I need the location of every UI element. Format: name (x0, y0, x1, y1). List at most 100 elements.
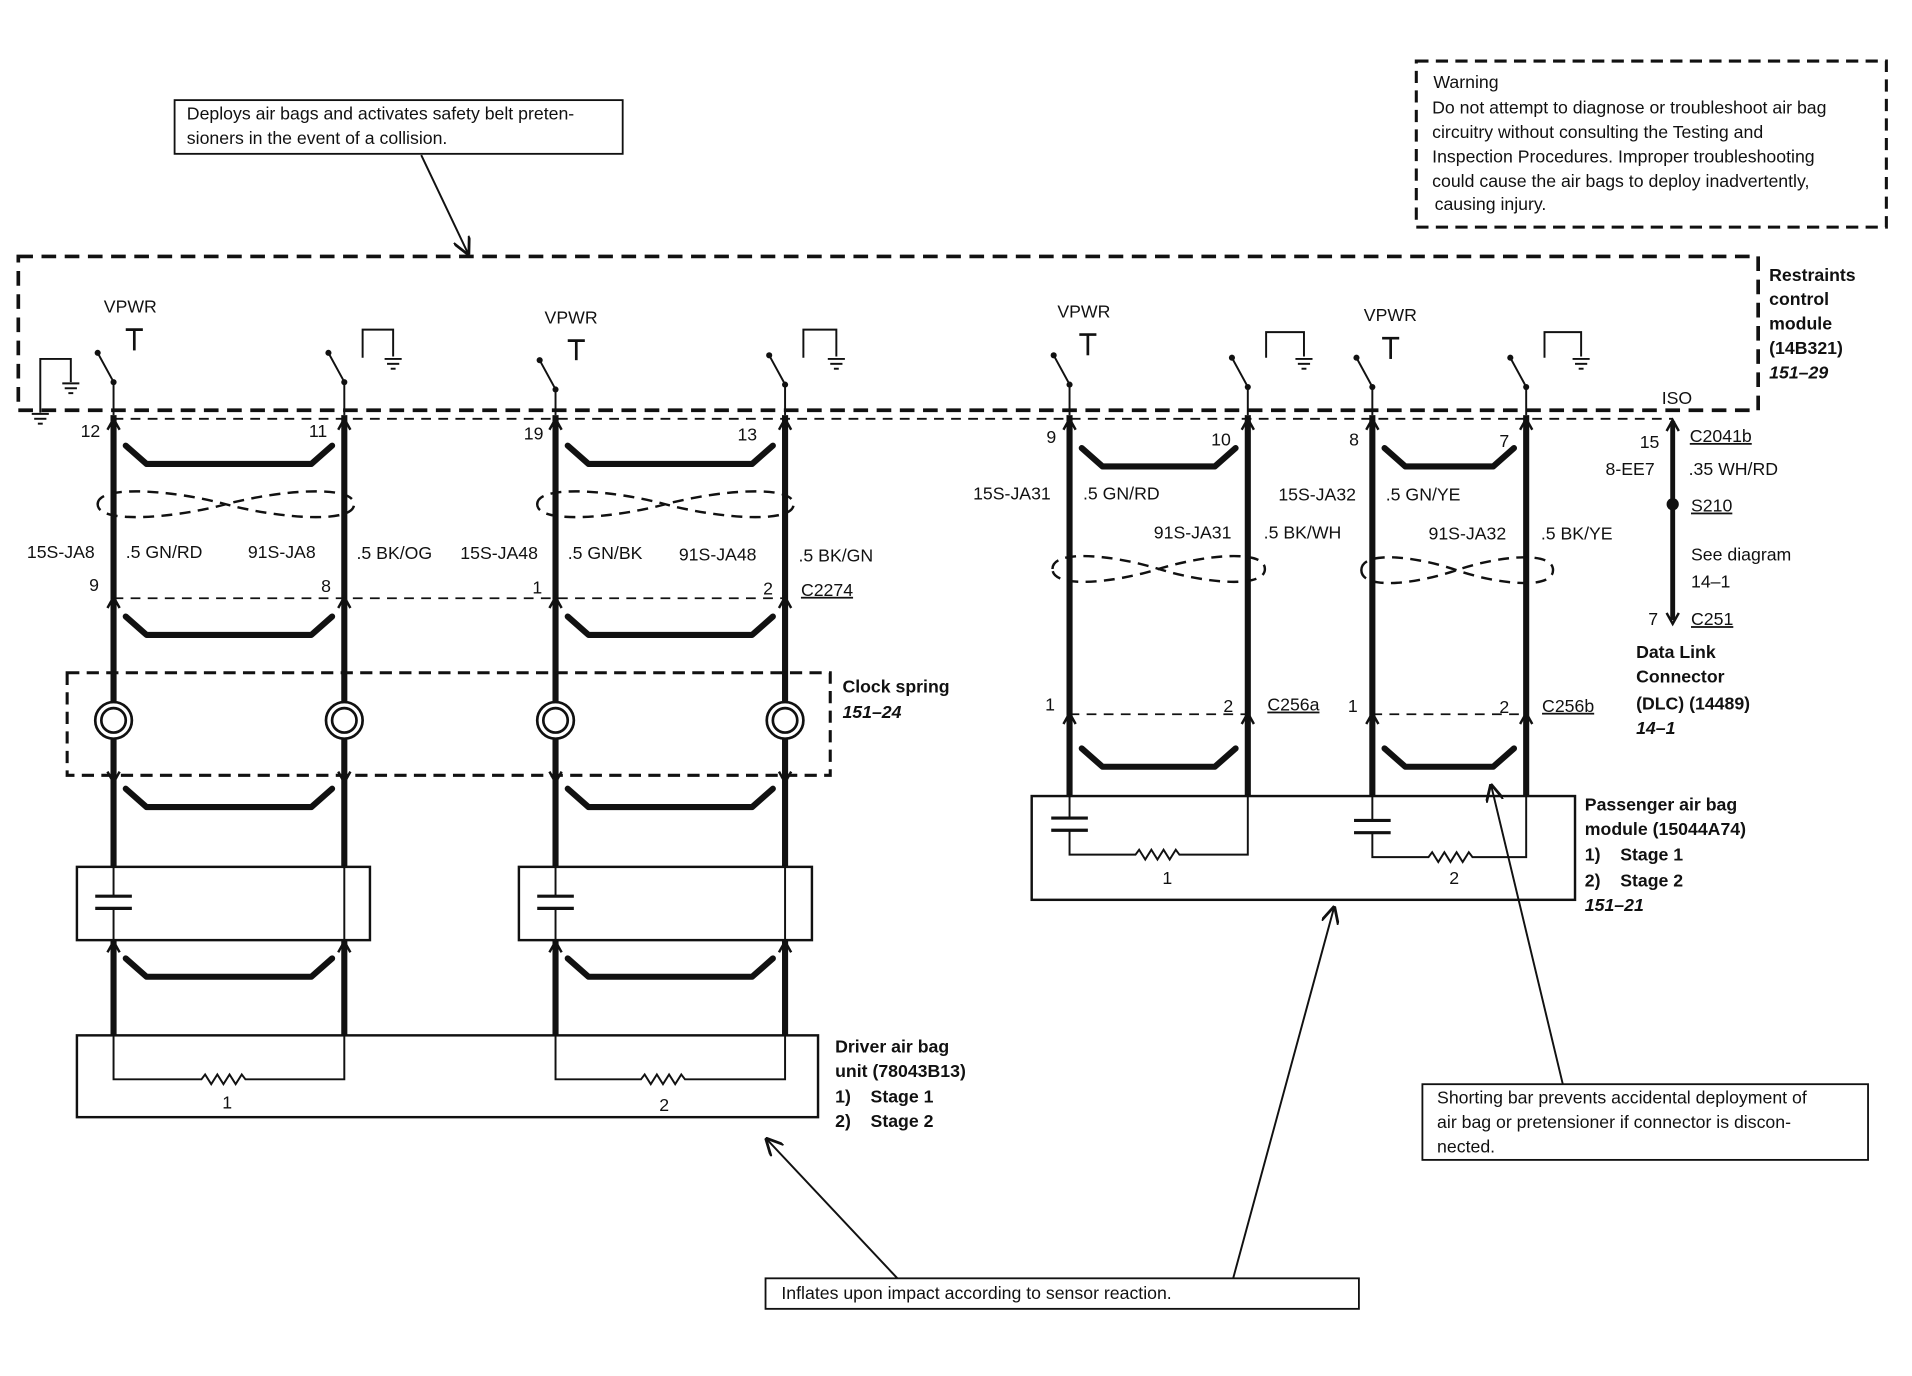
callout-arrow (766, 1138, 899, 1279)
wire-circuit-label: 91S-JA31 (1154, 522, 1232, 542)
resistor-icon (1371, 796, 1528, 864)
coil-icon (535, 700, 576, 741)
shorting-bar (122, 613, 336, 638)
shorting-bar (122, 785, 336, 811)
wire-circuit-label: 91S-JA8 (248, 542, 316, 562)
stage-number: 2) (1585, 870, 1601, 890)
capacitor-icon (95, 894, 132, 910)
rcm-switch (766, 352, 789, 416)
warning-text-line: Do not attempt to diagnose or troublesho… (1432, 98, 1826, 118)
ground-icon (1543, 331, 1590, 370)
coil-icon (324, 700, 364, 741)
rcm-switch (1050, 352, 1073, 416)
wire-spec-label: .35 WH/RD (1689, 459, 1778, 479)
wire-circuit-label: 8-EE7 (1606, 459, 1655, 479)
stage-name: Stage 1 (1620, 845, 1683, 865)
pin-number: 11 (309, 421, 327, 441)
rcm-switch (94, 349, 117, 416)
connector-name: C256a (1267, 695, 1319, 715)
callout-shorting-bar: Shorting bar prevents accidental deploym… (1421, 784, 1869, 1161)
shorting-bar (1381, 745, 1518, 770)
capacitor-icon (1354, 818, 1391, 835)
see-diagram-text: 14–1 (1691, 571, 1730, 591)
shorting-bar (1381, 445, 1518, 470)
warning-text-line: Inspection Procedures. Improper troubles… (1432, 146, 1814, 166)
ground-icon (31, 357, 80, 425)
pin-number: 7 (1648, 609, 1658, 629)
callout-arrow (420, 154, 469, 255)
pin-number: 10 (1211, 430, 1231, 450)
wire-spec-label: .5 GN/RD (1083, 483, 1160, 503)
callout-shorting-bar-text: air bag or pretensioner if connector is … (1437, 1112, 1791, 1132)
pin-number: 8 (321, 576, 331, 596)
shorting-bar (564, 442, 776, 468)
warning-box: Warning Do not attempt to diagnose or tr… (1414, 59, 1888, 229)
power-feed-icon (1382, 336, 1400, 359)
stage-number: 1) (1585, 845, 1601, 865)
data-link-circuit: ISO 15 C2041b 8-EE7 .35 WH/RD S210 See d… (1606, 388, 1792, 738)
clock-spring-frame (65, 671, 832, 777)
wire-circuit-label: 91S-JA48 (679, 544, 757, 564)
stage-name: Stage 2 (1620, 870, 1683, 890)
driver-wires (110, 415, 789, 1036)
pin-number: 9 (1046, 427, 1056, 447)
driver-unit-box (75, 1034, 820, 1119)
twisted-pair (96, 490, 356, 519)
dlc-label: (DLC) (14489) (1636, 693, 1750, 713)
shorting-bar (1078, 745, 1239, 770)
iso-label: ISO (1662, 388, 1692, 408)
vpwr-label: VPWR (1057, 301, 1110, 321)
resistor-label: 1 (222, 1093, 232, 1113)
shorting-bar (564, 785, 776, 811)
terminal-chevrons (1062, 416, 1534, 725)
connector-name: C2041b (1690, 426, 1752, 446)
dlc-label: Data Link (1636, 642, 1716, 662)
rcm-switch (1353, 354, 1376, 416)
pin-number: 1 (1045, 695, 1055, 715)
twisted-pair (1360, 556, 1555, 585)
vpwr-label: VPWR (545, 308, 598, 328)
pin-number: 12 (81, 421, 101, 441)
driver-unit-label: Driver air bag (835, 1036, 949, 1056)
coil-icon (93, 700, 134, 741)
rcm-label: control (1769, 289, 1829, 309)
splice-icon (1666, 498, 1679, 511)
warning-text-line: could cause the air bags to deploy inadv… (1432, 171, 1809, 191)
restraints-control-module: Restraints control module (14B321) 151–2… (16, 254, 1856, 451)
terminal-chevrons (106, 416, 793, 953)
wire-circuit-label: 91S-JA32 (1429, 524, 1507, 544)
power-feed-icon (567, 339, 585, 361)
ground-icon (802, 328, 845, 370)
capacitor-box (517, 865, 814, 942)
capacitor-icon (537, 894, 574, 910)
callout-inflates-box (764, 1277, 1360, 1310)
clock-spring: Clock spring 151–24 (65, 671, 950, 777)
connector-c2274: 9 8 1 2 C2274 (89, 575, 853, 600)
passenger-circuits: 15S-JA31 .5 GN/RD 91S-JA31 .5 BK/WH 15S-… (973, 415, 1746, 915)
resistor-icon (554, 1035, 787, 1087)
ground-icon (1265, 331, 1313, 370)
power-feed-icon (1079, 333, 1097, 356)
callout-shorting-bar-box (1421, 1083, 1869, 1161)
resistor-label: 1 (1162, 868, 1172, 888)
callout-arrow (1232, 906, 1334, 1279)
driver-air-bag-unit: 1 2 Driver air bag unit (78043B13) 1) St… (75, 1034, 966, 1131)
twisted-pair (535, 490, 795, 519)
stage-number: 2) (835, 1111, 851, 1131)
passenger-module-label: Passenger air bag (1585, 795, 1737, 815)
wire-spec-label: .5 BK/YE (1541, 524, 1613, 544)
vpwr-label: VPWR (104, 297, 157, 317)
capacitor-icon (1051, 816, 1088, 832)
passenger-module-box (1030, 794, 1577, 902)
clock-spring-label: Clock spring (842, 676, 949, 696)
pin-number: 2 (1223, 696, 1233, 716)
warning-text-line: causing injury. (1435, 194, 1547, 214)
resistor-icon (1068, 796, 1249, 862)
callout-inflates: Inflates upon impact according to sensor… (764, 906, 1360, 1310)
rcm-switch (1507, 354, 1530, 416)
callout-arrow (1491, 784, 1564, 1085)
wire-circuit-label: 15S-JA31 (973, 483, 1051, 503)
pin-number: 7 (1499, 431, 1509, 451)
see-diagram-text: See diagram (1691, 544, 1791, 564)
